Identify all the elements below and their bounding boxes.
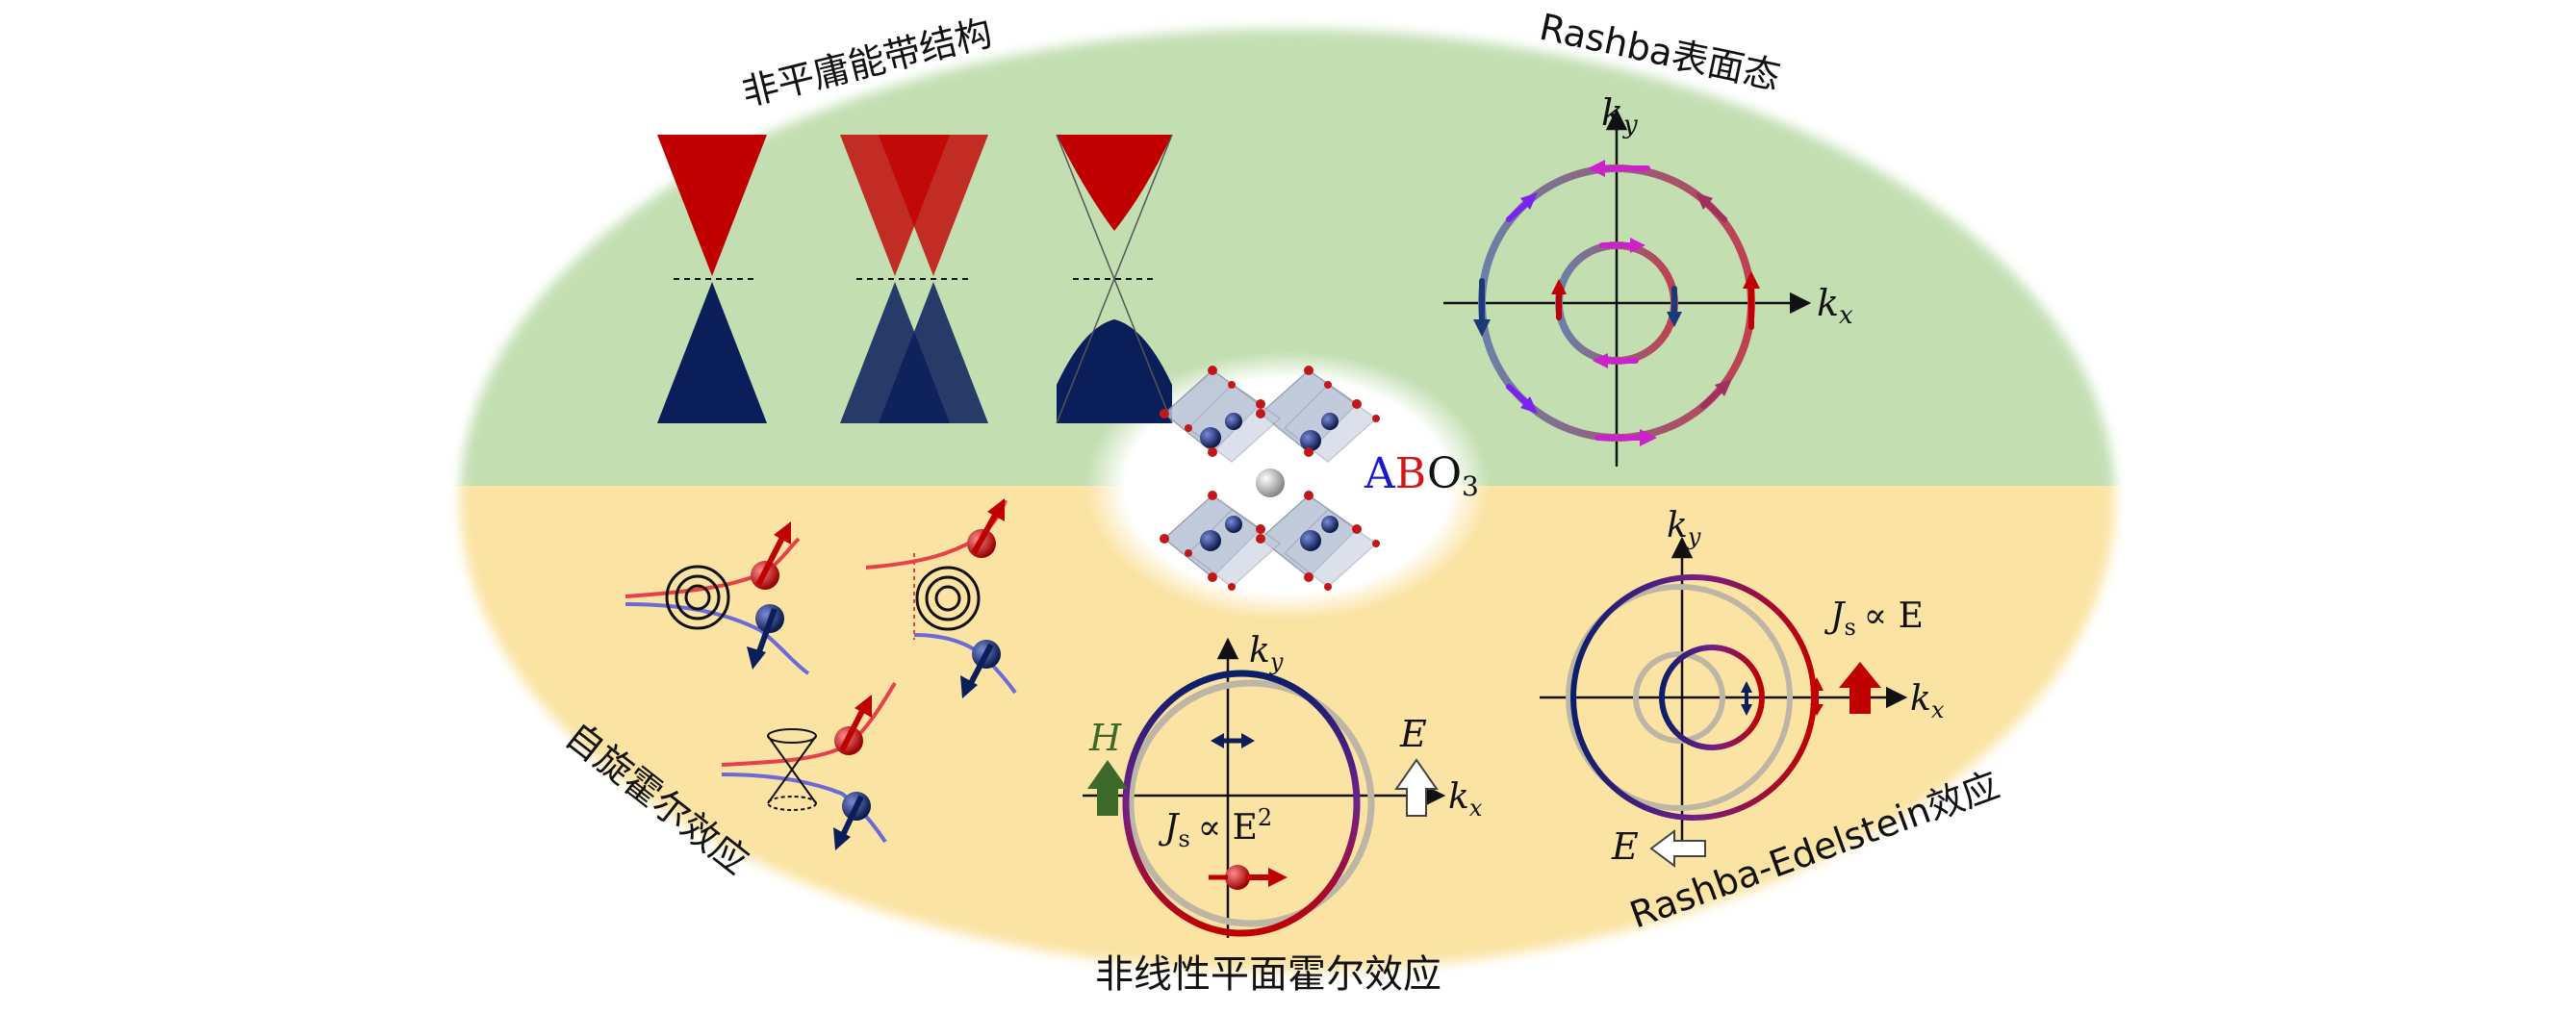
title-nonlinear-planar-hall: 非线性平面霍尔效应 <box>1095 952 1441 997</box>
ree-gray-outer <box>1566 584 1793 811</box>
oxygen-atoms <box>1160 366 1380 591</box>
perovskite-crystal <box>1160 366 1380 591</box>
nphe-h-label: H <box>1088 717 1122 759</box>
ree-spin-arrow <box>1839 662 1881 714</box>
rashba-plot: kx ky <box>1443 91 1853 467</box>
formula-a: A <box>1364 449 1396 498</box>
ree-kx-label: kx <box>1910 679 1945 723</box>
rashba-kx-label: kx <box>1817 282 1853 330</box>
ree-gray-inner <box>1633 651 1725 744</box>
ree-inner-ring <box>1659 645 1765 750</box>
rashba-spin-arrows <box>1473 160 1760 446</box>
nphe-e-label: E <box>1399 713 1427 755</box>
ree-relation: Js∝ E <box>1824 596 1924 641</box>
formula-o: O <box>1427 449 1462 498</box>
field-e-arrow <box>1394 758 1439 817</box>
nphe-ky-label: ky <box>1249 631 1284 675</box>
ree-e-label: E <box>1611 825 1639 868</box>
a-site-atom <box>1256 469 1285 497</box>
b-site-atoms <box>1200 413 1339 551</box>
ree-e-arrow <box>1649 829 1706 868</box>
ree-plot: E kx ky Js∝ E <box>1540 506 1945 868</box>
ree-outer-ring <box>1570 574 1817 821</box>
dirac-cone-2 <box>840 135 988 423</box>
rashba-ky-label: ky <box>1601 91 1638 139</box>
ree-ky-label: ky <box>1667 506 1701 550</box>
formula-abo3: ABO3 <box>1364 449 1479 502</box>
field-h-arrow <box>1087 760 1128 816</box>
spin-hall-illustration <box>625 498 1017 850</box>
nphe-relation: Js∝ E2 <box>1158 804 1272 852</box>
dirac-cone-1 <box>657 135 767 423</box>
nphe-kx-label: kx <box>1448 777 1483 822</box>
nphe-plot: H E kx ky Js∝ E2 <box>1083 631 1483 938</box>
nphe-gray-ring <box>1127 679 1375 927</box>
formula-subscript: 3 <box>1462 470 1479 502</box>
formula-b: B <box>1395 449 1427 498</box>
gapped-cone <box>1056 134 1173 424</box>
nphe-outer-ring <box>1122 670 1361 937</box>
